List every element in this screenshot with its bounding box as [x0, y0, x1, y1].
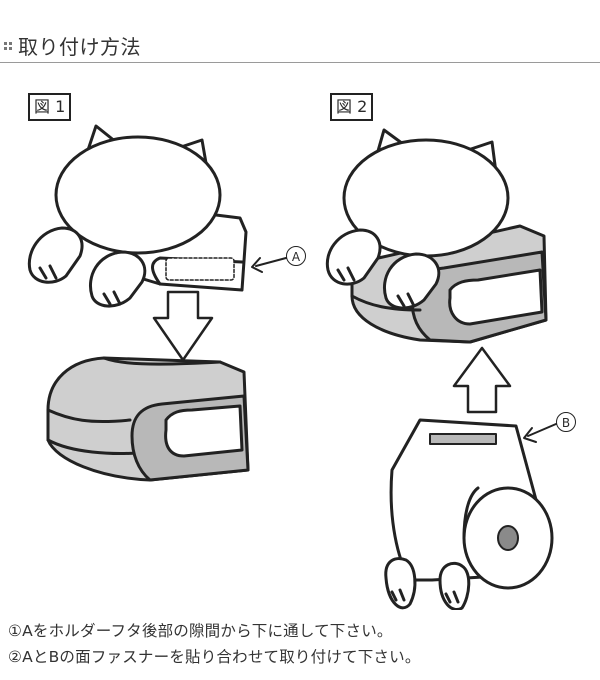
- instruction-step-1: ①Aをホルダーフタ後部の隙間から下に通して下さい。: [8, 622, 393, 640]
- fig1-holder: [46, 356, 250, 482]
- header-divider: [0, 62, 600, 63]
- figure-2-label: 図 2: [330, 93, 374, 121]
- fig2-strap-with-roll: [384, 418, 554, 610]
- callout-arrow-b: [523, 423, 557, 443]
- callout-b-marker: B: [556, 412, 576, 432]
- section-header: 取り付け方法: [0, 0, 600, 64]
- callout-a-marker: A: [286, 246, 306, 266]
- fig1-arrow-down: [152, 290, 214, 362]
- installation-illustration: [27, 124, 557, 610]
- instruction-step-2: ②AとBの面ファスナーを貼り合わせて取り付けて下さい。: [8, 648, 421, 666]
- page-title: 取り付け方法: [18, 35, 141, 59]
- instruction-list: ①Aをホルダーフタ後部の隙間から下に通して下さい。 ②AとBの面ファスナーを貼り…: [8, 618, 596, 670]
- fig1-cat-lid: [27, 124, 248, 308]
- fig2-assembled: [325, 128, 548, 344]
- figure-1-label: 図 1: [28, 93, 72, 121]
- callout-arrow-a: [251, 257, 287, 273]
- grid-dots-icon: [4, 42, 12, 50]
- fig2-arrow-up: [452, 346, 512, 414]
